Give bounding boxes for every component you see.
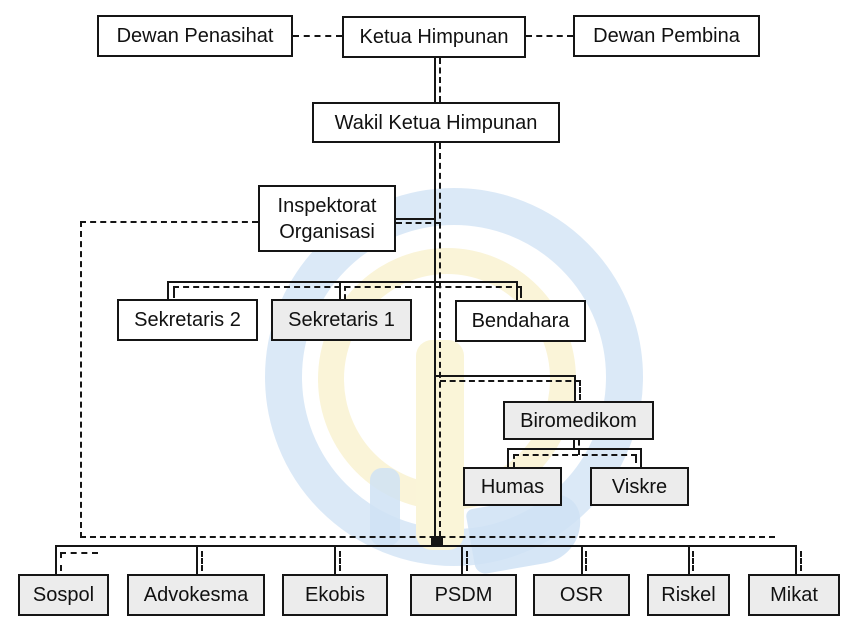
node-osr: OSR <box>533 574 630 616</box>
stub-viskre-solid <box>640 448 642 467</box>
stub-osr-solid <box>581 545 583 574</box>
node-label: Advokesma <box>143 584 249 606</box>
node-humas: Humas <box>463 467 562 506</box>
connector-biromedikom-dashed <box>440 380 581 382</box>
node-label: Inspektorat Organisasi <box>277 194 377 243</box>
stub-ekobis-dashed <box>339 551 341 571</box>
junction-trunk-bus <box>431 536 443 547</box>
stub-biromedikom-down-dashed <box>578 440 580 455</box>
node-label: OSR <box>559 584 604 606</box>
stub-biromedikom-dashed <box>579 380 581 400</box>
connector-ketua-wakil-solid <box>434 58 436 102</box>
stub-riskel-solid <box>688 545 690 574</box>
node-dewan-pembina: Dewan Pembina <box>573 15 760 57</box>
stub-advokesma-dashed <box>201 551 203 571</box>
node-biromedikom: Biromedikom <box>503 401 654 440</box>
node-inspektorat-organisasi: Inspektorat Organisasi <box>258 185 396 252</box>
node-label: PSDM <box>434 584 493 606</box>
stub-psdm-solid <box>461 545 463 574</box>
bus-sekretaris-solid <box>167 281 518 283</box>
node-label: Humas <box>480 475 545 498</box>
stub-sospol-dashed-v <box>60 552 62 571</box>
connector-penasihat-ketua-dashed <box>293 35 342 37</box>
stub-humas-dashed <box>513 454 515 467</box>
node-advokesma: Advokesma <box>127 574 265 616</box>
node-label: Sekretaris 2 <box>134 309 241 331</box>
node-viskre: Viskre <box>590 467 689 506</box>
stub-osr-dashed <box>585 551 587 571</box>
bus-divisions-dashed <box>80 536 775 538</box>
stub-viskre-dashed <box>635 454 637 463</box>
stub-psdm-dashed <box>466 551 468 571</box>
node-label: Viskre <box>611 475 668 498</box>
connector-ketua-wakil-dashed <box>439 58 441 102</box>
stub-sekretaris1-dashed <box>344 286 346 299</box>
node-mikat: Mikat <box>748 574 840 616</box>
connector-left-drop-dashed <box>80 221 82 538</box>
stub-sekretaris1-solid <box>339 281 341 299</box>
node-dewan-penasihat: Dewan Penasihat <box>97 15 293 57</box>
stub-bendahara-solid <box>516 281 518 300</box>
stub-riskel-dashed <box>692 551 694 571</box>
node-sospol: Sospol <box>18 574 109 616</box>
node-label: Wakil Ketua Himpunan <box>334 111 538 134</box>
node-wakil-ketua-himpunan: Wakil Ketua Himpunan <box>312 102 560 143</box>
node-label: Sospol <box>32 584 95 606</box>
stub-mikat-solid <box>795 545 797 574</box>
node-label: Ketua Himpunan <box>359 26 509 48</box>
bus-humas-viskre-solid <box>507 448 642 450</box>
stub-sospol-solid <box>55 545 57 574</box>
stub-biromedikom-down-solid <box>573 440 575 449</box>
stub-mikat-dashed <box>800 551 802 571</box>
bus-humas-viskre-dashed <box>513 454 637 456</box>
node-label: Ekobis <box>304 584 366 606</box>
node-ketua-himpunan: Ketua Himpunan <box>342 16 526 58</box>
node-label: Riskel <box>661 584 716 606</box>
stub-humas-solid <box>507 448 509 467</box>
stub-ekobis-solid <box>334 545 336 574</box>
connector-biromedikom-solid <box>434 375 576 377</box>
connector-trunk-dashed <box>439 143 441 537</box>
watermark-left-stem <box>370 468 400 546</box>
node-sekretaris-2: Sekretaris 2 <box>117 299 258 341</box>
node-label: Mikat <box>770 584 818 606</box>
node-ekobis: Ekobis <box>282 574 388 616</box>
bus-sekretaris-dashed <box>173 286 522 288</box>
connector-ketua-pembina-dashed <box>526 35 573 37</box>
connector-inspektorat-left-dashed <box>80 221 258 223</box>
stub-sekretaris2-solid <box>167 281 169 299</box>
bus-divisions-solid <box>55 545 797 547</box>
connector-inspektorat-dashed <box>396 222 441 224</box>
connector-inspektorat-solid <box>396 218 436 220</box>
stub-sekretaris2-dashed <box>173 286 175 298</box>
stub-bendahara-dashed <box>520 286 522 298</box>
stub-biromedikom-solid <box>574 375 576 401</box>
node-bendahara: Bendahara <box>455 300 586 342</box>
node-label: Biromedikom <box>520 409 637 432</box>
node-sekretaris-1: Sekretaris 1 <box>271 299 412 341</box>
node-label: Dewan Pembina <box>593 25 740 47</box>
node-label: Bendahara <box>471 310 570 332</box>
stub-advokesma-solid <box>196 545 198 574</box>
node-riskel: Riskel <box>647 574 730 616</box>
connector-trunk-solid <box>434 143 436 547</box>
node-label: Dewan Penasihat <box>116 25 274 47</box>
stub-sospol-dashed-h <box>60 552 98 554</box>
node-label: Sekretaris 1 <box>288 309 395 331</box>
node-psdm: PSDM <box>410 574 517 616</box>
